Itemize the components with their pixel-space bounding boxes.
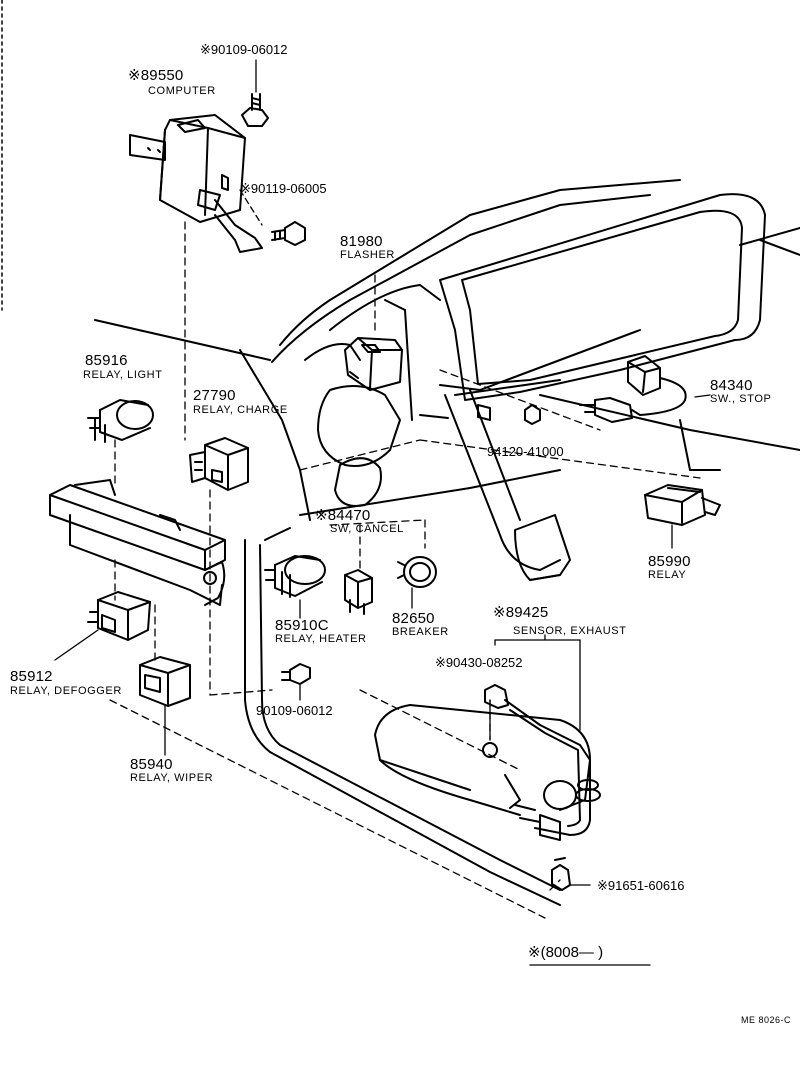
dashboard-outline [94, 179, 800, 906]
label-relay-light-pn: 85916 [85, 352, 128, 369]
label-computer-desc: COMPUTER [148, 85, 216, 97]
label-breaker-pn: 82650 [392, 610, 435, 627]
exhaust-sensor [374, 634, 601, 841]
label-sensor-pn: ※89425 [493, 604, 549, 621]
label-relay-defogger-pn: 85912 [10, 668, 53, 685]
label-relay-heater-pn: 85910C [275, 617, 329, 634]
relay-charge [189, 437, 249, 491]
bolt-bottom [281, 663, 311, 701]
label-relay-85990-pn: 85990 [648, 553, 691, 570]
label-bolt-computer: ※90119-06005 [240, 181, 327, 196]
bolt-computer [239, 189, 306, 246]
label-bolt-sensor2: ※91651-60616 [597, 878, 685, 893]
relay-heater [264, 555, 326, 619]
computer-unit [129, 114, 263, 253]
nut [477, 404, 541, 425]
label-flasher-pn: 81980 [340, 233, 383, 250]
label-sw-cancel-pn: ※84470 [315, 507, 371, 524]
label-relay-charge-pn: 27790 [193, 387, 236, 404]
label-nut-pn: 94120-41000 [487, 444, 564, 459]
relay-defogger [54, 591, 151, 661]
label-bolt-sensor: ※90430-08252 [435, 655, 523, 670]
label-relay-charge-desc: RELAY, CHARGE [193, 404, 288, 416]
bolt-top [241, 59, 269, 127]
label-sensor-desc: SENSOR, EXHAUST [513, 625, 627, 637]
label-relay-wiper-desc: RELAY, WIPER [130, 772, 214, 784]
breaker [397, 556, 437, 609]
label-sw-cancel-desc: SW, CANCEL [330, 523, 404, 535]
figure-code: ME 8026-C [741, 1015, 792, 1025]
sw-cancel [344, 569, 373, 615]
flasher [344, 337, 403, 391]
label-bolt-bottom: 90109-06012 [256, 703, 333, 718]
relay-block [49, 479, 226, 606]
relay-light [87, 399, 154, 443]
label-sw-stop-desc: SW., STOP [710, 393, 772, 405]
label-relay-light-desc: RELAY, LIGHT [83, 369, 163, 381]
label-breaker-desc: BREAKER [392, 626, 449, 638]
label-computer-pn: ※89550 [128, 67, 184, 84]
bolt-sensor [551, 857, 591, 891]
sw-stop [579, 355, 711, 423]
relay-85990 [644, 484, 721, 549]
label-flasher-desc: FLASHER [340, 249, 395, 261]
label-relay-defogger-desc: RELAY, DEFOGGER [10, 685, 122, 697]
label-bolt-top: ※90109-06012 [200, 42, 288, 57]
label-sw-stop-pn: 84340 [710, 377, 753, 394]
applicability-range: ※(8008— ) [528, 944, 604, 961]
label-relay-wiper-pn: 85940 [130, 756, 173, 773]
label-relay-heater-desc: RELAY, HEATER [275, 633, 367, 645]
relay-wiper [139, 656, 191, 756]
label-relay-85990-desc: RELAY [648, 569, 687, 581]
